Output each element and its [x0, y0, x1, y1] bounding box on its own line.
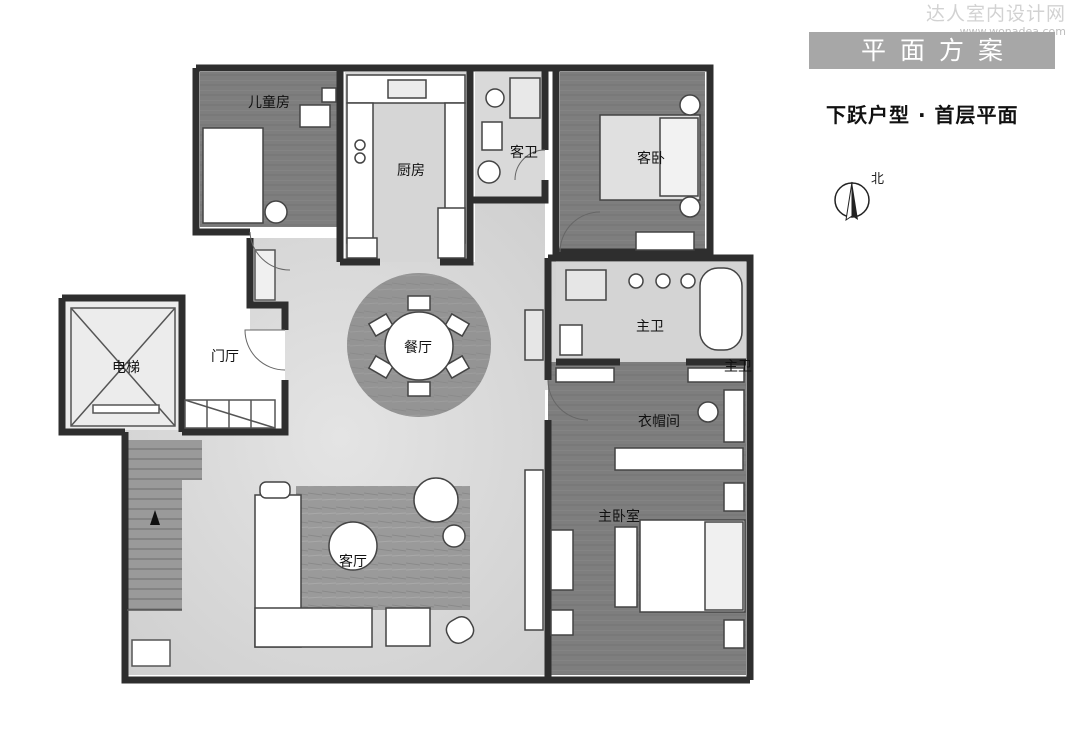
living-set: [254, 477, 475, 648]
room-label-master-bath-secondary: 主卫: [724, 359, 752, 375]
fixtures: [202, 74, 746, 649]
plan-subtitle: 下跃户型 · 首层平面: [826, 103, 1019, 127]
room-label-master-bedroom: 主卧室: [598, 508, 640, 525]
room-label-dining: 餐厅: [404, 340, 432, 356]
room-label-kids-room: 儿童房: [248, 94, 290, 111]
room-label-guest-bath: 客卫: [510, 144, 538, 161]
room-label-foyer: 门厅: [211, 349, 239, 365]
secondary-lines: [70, 249, 276, 667]
walls: [58, 64, 754, 684]
door-swings: [244, 149, 601, 421]
plan-title-banner: 平面方案: [809, 32, 1055, 69]
north-label: 北: [871, 172, 885, 187]
room-label-elevator: 电梯: [112, 360, 140, 376]
dining-set: [347, 273, 491, 417]
stair-direction-icon: [150, 510, 160, 525]
room-label-guest-bedroom: 客卧: [637, 150, 665, 167]
room-label-cloakroom: 衣帽间: [638, 414, 680, 430]
watermark-brand: 达人室内设计网: [925, 3, 1066, 25]
room-label-master-bath: 主卫: [636, 319, 664, 335]
north-arrow-icon: [834, 181, 870, 222]
room-label-kitchen: 厨房: [397, 163, 425, 179]
room-label-living-room: 客厅: [339, 553, 367, 570]
